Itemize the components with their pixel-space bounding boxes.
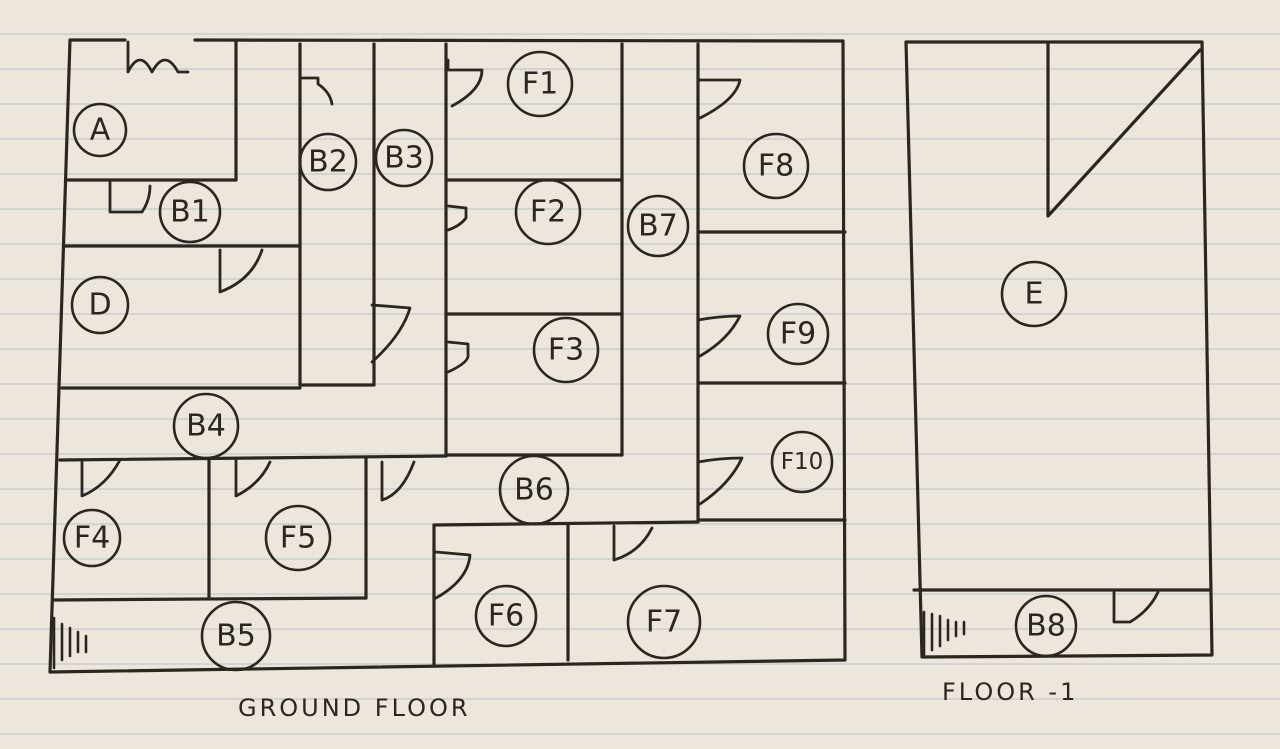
svg-text:A: A bbox=[90, 113, 111, 148]
door-f6 bbox=[434, 550, 472, 600]
wall-b6-bottom bbox=[432, 520, 700, 527]
wall-b2-left bbox=[298, 42, 374, 387]
svg-text:F4: F4 bbox=[74, 521, 110, 556]
svg-text:B6: B6 bbox=[514, 473, 554, 508]
svg-text:F6: F6 bbox=[488, 599, 524, 634]
door-f10 bbox=[696, 456, 744, 506]
room-labels: A B1 B2 B3 D B4 F1 F2 bbox=[62, 50, 1078, 672]
door-f5 bbox=[234, 458, 272, 498]
floor-minus-one-outer-wall bbox=[904, 40, 1214, 659]
room-label-b6: B6 bbox=[498, 454, 570, 526]
door-f2 bbox=[446, 204, 468, 232]
ground-outer-wall bbox=[48, 38, 847, 674]
svg-text:B3: B3 bbox=[384, 141, 424, 176]
door-d bbox=[218, 248, 264, 294]
door-b8 bbox=[1112, 590, 1160, 624]
room-label-b5: B5 bbox=[200, 600, 272, 672]
door-b3-lower bbox=[370, 303, 412, 364]
door-f8 bbox=[696, 60, 742, 120]
doors bbox=[80, 40, 744, 600]
room-label-f5: F5 bbox=[264, 504, 332, 572]
room-label-f1: F1 bbox=[506, 50, 574, 118]
svg-text:F1: F1 bbox=[522, 67, 558, 102]
room-label-f8: F8 bbox=[742, 132, 810, 200]
room-label-f3: F3 bbox=[532, 316, 600, 384]
svg-text:B4: B4 bbox=[186, 409, 226, 444]
svg-text:B5: B5 bbox=[216, 619, 256, 654]
door-b6-left bbox=[380, 460, 416, 502]
stairs-minus-one-icon bbox=[922, 610, 966, 658]
svg-text:F9: F9 bbox=[780, 317, 816, 352]
wall-room-a bbox=[64, 40, 238, 182]
room-label-b8: B8 bbox=[1014, 594, 1078, 658]
room-label-b3: B3 bbox=[374, 128, 434, 188]
room-label-b2: B2 bbox=[298, 132, 358, 192]
door-f7 bbox=[612, 524, 654, 562]
door-f3 bbox=[446, 340, 470, 374]
room-label-b7: B7 bbox=[626, 194, 690, 258]
svg-text:F8: F8 bbox=[758, 149, 794, 184]
door-b2 bbox=[300, 76, 334, 106]
svg-text:B2: B2 bbox=[308, 145, 348, 180]
room-label-f4: F4 bbox=[62, 508, 122, 568]
ground-floor-walls bbox=[48, 38, 847, 674]
door-f4 bbox=[80, 458, 122, 498]
room-label-b4: B4 bbox=[172, 392, 240, 460]
ground-floor-caption: GROUND FLOOR bbox=[238, 694, 471, 722]
svg-text:F7: F7 bbox=[646, 605, 682, 640]
room-label-e: E bbox=[1000, 260, 1068, 328]
floor-minus-one-walls bbox=[904, 40, 1214, 659]
room-label-f9: F9 bbox=[766, 302, 830, 366]
svg-text:B7: B7 bbox=[638, 209, 678, 244]
room-label-f7: F7 bbox=[626, 584, 702, 660]
svg-text:E: E bbox=[1025, 277, 1044, 312]
room-label-d: D bbox=[70, 275, 130, 335]
door-f9 bbox=[696, 314, 742, 358]
room-label-f10: F10 bbox=[770, 430, 834, 494]
svg-text:B8: B8 bbox=[1026, 609, 1066, 644]
svg-text:D: D bbox=[88, 288, 111, 323]
svg-text:F3: F3 bbox=[548, 333, 584, 368]
svg-text:F5: F5 bbox=[280, 521, 316, 556]
room-label-a: A bbox=[72, 102, 128, 158]
svg-text:F2: F2 bbox=[530, 195, 566, 230]
stairs-icon bbox=[52, 616, 88, 670]
room-label-f2: F2 bbox=[514, 178, 582, 246]
wall-f4-f5-bottom bbox=[52, 596, 368, 602]
door-a-entrance bbox=[126, 40, 190, 74]
svg-text:F10: F10 bbox=[781, 449, 824, 475]
floor-minus-one-caption: FLOOR -1 bbox=[942, 678, 1078, 706]
svg-text:B1: B1 bbox=[170, 195, 210, 230]
room-label-f6: F6 bbox=[474, 584, 538, 648]
shaft-diagonal bbox=[1046, 42, 1202, 218]
room-label-b1: B1 bbox=[158, 180, 222, 244]
wall-b4-bottom bbox=[58, 454, 448, 462]
door-b1 bbox=[108, 180, 152, 214]
door-f1 bbox=[446, 58, 484, 108]
